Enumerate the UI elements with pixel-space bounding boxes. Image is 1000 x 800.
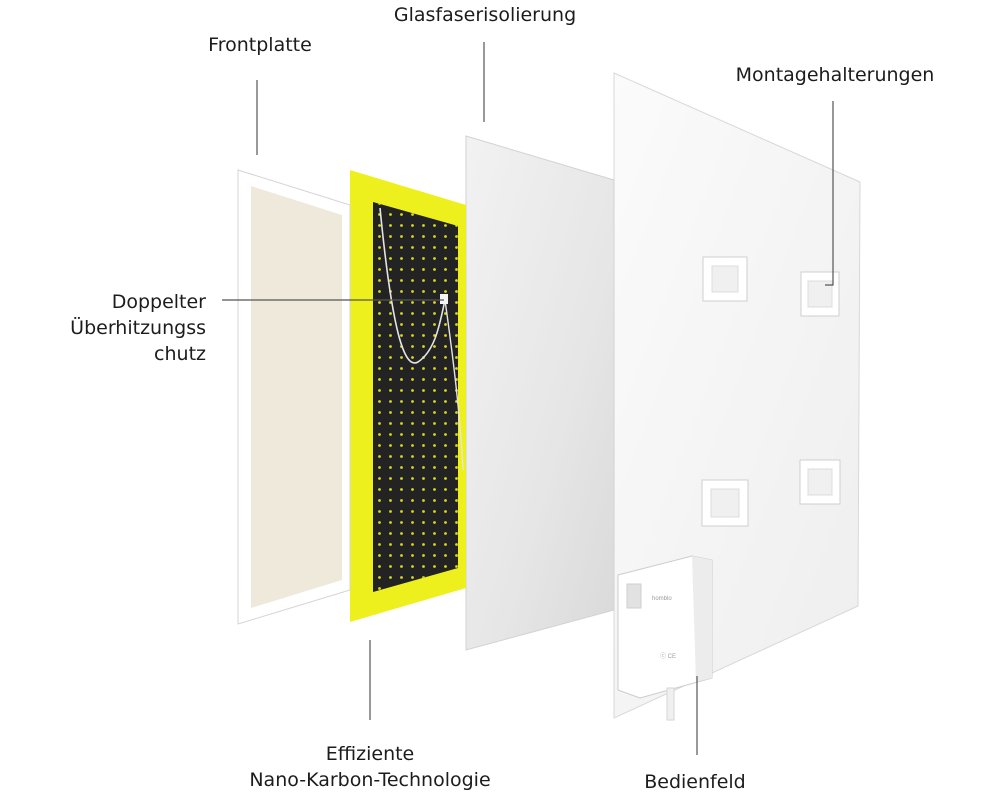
label-montagehalterungen: Montagehalterungen [735, 64, 935, 86]
label-frontplatte: Frontplatte [208, 34, 312, 56]
control-marking: ⓒ CE [660, 652, 676, 660]
control-cable [666, 687, 675, 721]
control-display [626, 583, 642, 609]
label-effizient-line2: Nano-Karbon-Technologie [249, 769, 491, 791]
sensor-wire [379, 207, 446, 364]
mounting-bracket-top-left [702, 256, 748, 302]
leader-montage [825, 101, 834, 286]
label-doppelter-line3: chutz [154, 343, 206, 365]
mounting-bracket-bottom-right [799, 459, 841, 505]
front-plate [237, 169, 351, 625]
control-brand: homblo [652, 596, 672, 602]
label-bedienfeld: Bedienfeld [644, 771, 746, 793]
nano-carbon-heating-element [350, 170, 466, 622]
control-box: homblo ⓒ CE [617, 555, 713, 721]
overheat-sensor [440, 294, 448, 304]
label-nano-karbon: Effiziente Nano-Karbon-Technologie [205, 741, 535, 793]
fiberglass-insulation-layer [465, 135, 615, 651]
mounting-bracket-bottom-left [701, 479, 749, 527]
label-doppelter-ueberhitzungsschutz: Doppelter Überhitzungss chutz [30, 289, 206, 367]
label-doppelter-line1: Doppelter [111, 291, 206, 313]
label-doppelter-line2: Überhitzungss [70, 317, 206, 339]
label-glasfaserisolierung: Glasfaserisolierung [393, 4, 577, 26]
label-effizient-line1: Effiziente [325, 743, 415, 765]
back-panel [613, 72, 861, 719]
